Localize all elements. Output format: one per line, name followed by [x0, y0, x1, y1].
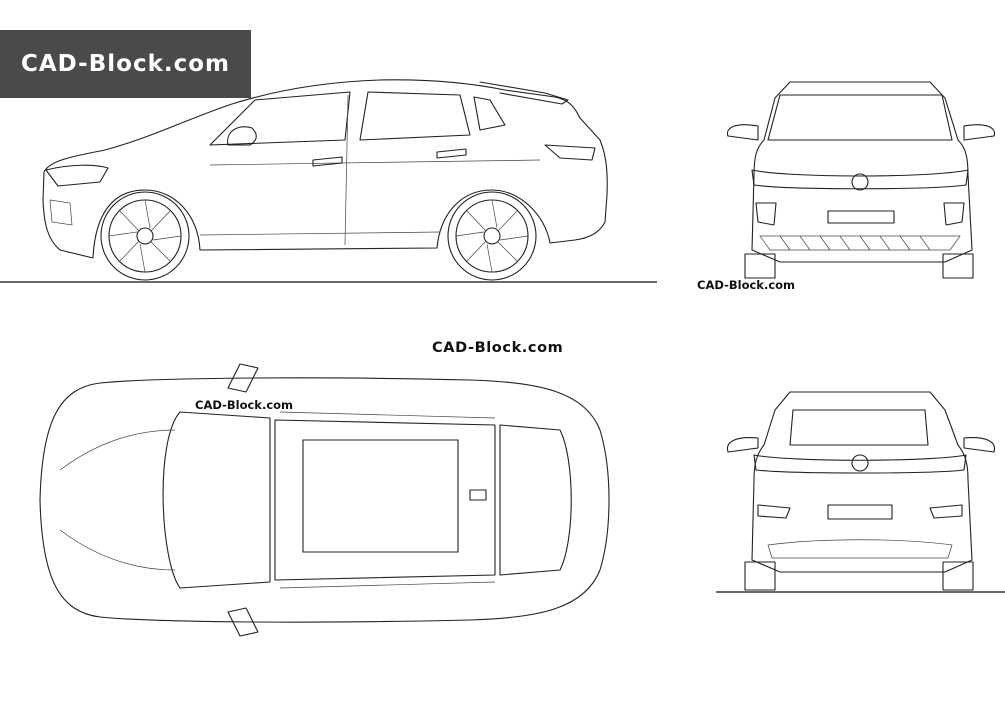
- top-right-mirror: [227, 607, 259, 637]
- watermark-top-view: CAD-Block.com: [195, 398, 294, 412]
- side-quarter-window: [473, 96, 506, 131]
- rear-right-reflector: [929, 504, 963, 519]
- top-view: [39, 363, 610, 637]
- front-right-tire: [942, 253, 974, 279]
- top-hood-crease: [59, 429, 176, 571]
- rear-right-mirror: [963, 437, 996, 453]
- top-panoramic-roof: [302, 439, 459, 553]
- side-rear-wheel: [447, 191, 537, 281]
- top-left-mirror: [227, 363, 259, 393]
- front-left-tire: [744, 253, 776, 279]
- front-body-outline: [751, 81, 973, 263]
- top-body-outline: [39, 377, 610, 623]
- side-front-door-handle: [312, 156, 343, 167]
- top-shark-fin-antenna: [469, 489, 487, 501]
- front-lower-grille: [759, 235, 961, 251]
- rear-brand-badge: [851, 454, 869, 472]
- site-logo-banner: CAD-Block.com: [0, 30, 251, 98]
- side-rear-door-handle: [436, 148, 467, 159]
- side-front-intake: [49, 199, 73, 226]
- top-rear-window: [499, 424, 572, 576]
- top-roof-panel: [274, 419, 496, 581]
- front-right-fog-light: [943, 202, 965, 226]
- side-tail-light: [544, 144, 596, 161]
- side-body-outline: [42, 79, 608, 259]
- side-front-wheel: [100, 191, 190, 281]
- rear-left-mirror: [726, 437, 759, 453]
- rear-window: [789, 409, 929, 446]
- front-left-fog-light: [755, 202, 777, 226]
- rear-body-outline: [751, 391, 973, 573]
- side-front-window: [209, 91, 351, 146]
- side-door-split: [344, 94, 349, 246]
- front-right-mirror: [963, 124, 996, 141]
- watermark-front-view: CAD-Block.com: [697, 278, 796, 292]
- side-view: [0, 79, 657, 283]
- front-left-mirror: [726, 124, 759, 141]
- side-rear-window: [359, 91, 471, 141]
- side-mirror: [227, 126, 257, 146]
- rear-light-bar: [753, 454, 967, 474]
- top-left-roof-rail: [279, 411, 496, 419]
- side-sill-line: [199, 231, 441, 236]
- top-windshield: [162, 411, 271, 589]
- rear-left-reflector: [757, 504, 791, 519]
- front-light-bar: [751, 169, 969, 190]
- top-right-roof-rail: [279, 581, 496, 589]
- rear-view: [716, 391, 1005, 593]
- front-license-plate: [827, 210, 895, 224]
- front-brand-badge: [851, 173, 869, 191]
- rear-left-tire: [744, 561, 776, 591]
- watermark-center: CAD-Block.com: [432, 340, 564, 356]
- front-view: [726, 81, 996, 279]
- side-roof-spoiler: [479, 81, 569, 105]
- rear-license-plate: [827, 504, 893, 520]
- side-headlight: [45, 164, 109, 187]
- site-logo-text: CAD-Block.com: [20, 51, 231, 77]
- front-windshield: [767, 94, 953, 141]
- rear-right-tire: [942, 561, 974, 591]
- rear-diffuser: [767, 539, 953, 559]
- side-beltline: [209, 159, 541, 166]
